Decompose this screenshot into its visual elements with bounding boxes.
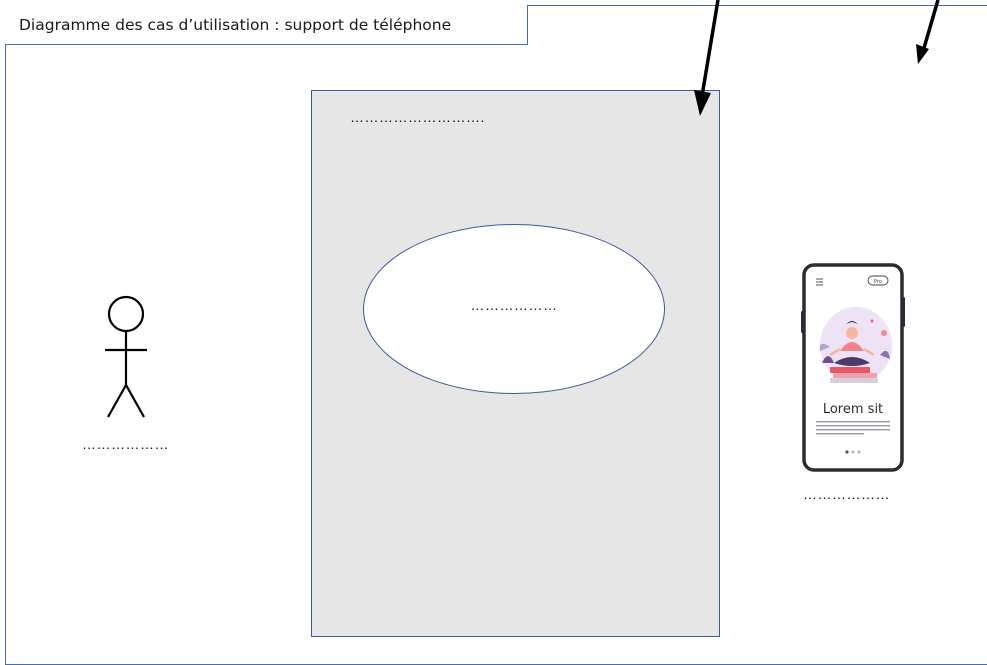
- menu-icon: [816, 278, 823, 286]
- actor-left-leg: [107, 384, 127, 418]
- actor-stick-figure-icon: [105, 295, 147, 418]
- diagram-title-box: Diagramme des cas d’utilisation : suppor…: [5, 5, 528, 45]
- screen-body-text: [816, 421, 890, 435]
- diagram-title: Diagramme des cas d’utilisation : suppor…: [19, 15, 452, 34]
- svg-text:Lorem sit: Lorem sit: [823, 402, 883, 417]
- use-case-label: ………………: [470, 297, 558, 313]
- system-boundary: ………………………. ………………: [311, 90, 720, 637]
- smartphone-icon: Pro Lorem sit: [801, 263, 905, 472]
- system-label: ……………………….: [350, 109, 485, 125]
- phone-label: ………………: [803, 486, 890, 502]
- actor-head: [107, 295, 145, 333]
- svg-text:Pro: Pro: [874, 279, 882, 285]
- actor-label: ………………: [82, 436, 169, 452]
- use-case-ellipse: ………………: [363, 224, 665, 394]
- actor-right-leg: [125, 384, 145, 418]
